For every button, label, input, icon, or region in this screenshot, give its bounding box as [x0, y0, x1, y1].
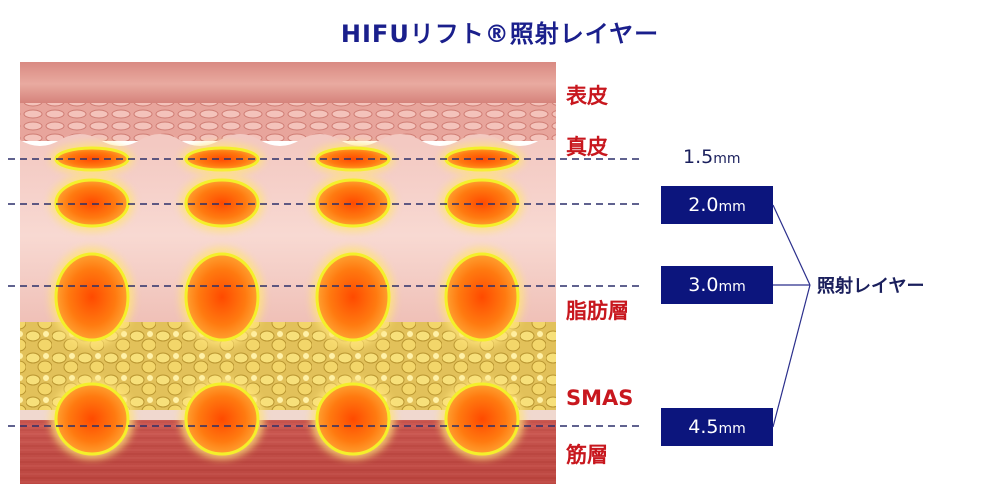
focal-row-3.0mm	[50, 247, 524, 347]
depth-box-2.0mm: 2.0mm	[661, 186, 773, 224]
label-dermis: 真皮	[566, 135, 608, 159]
irradiation-layer-label: 照射レイヤー	[817, 276, 925, 297]
depth-guide-lines	[8, 158, 640, 427]
depth-box-3.0mm: 3.0mm	[661, 266, 773, 304]
label-smas: SMAS	[566, 386, 634, 410]
depth-label-1.5mm: 1.5mm	[683, 146, 741, 168]
focal-row-4.5mm	[50, 379, 524, 459]
label-epidermis: 表皮	[566, 84, 608, 108]
diagram-title: HIFUリフト®照射レイヤー	[340, 20, 660, 48]
label-fat: 脂肪層	[566, 299, 629, 323]
depth-box-4.5mm: 4.5mm	[661, 408, 773, 446]
label-muscle: 筋層	[566, 443, 608, 467]
focal-points	[50, 143, 524, 459]
focal-row-2.0mm	[50, 174, 524, 232]
